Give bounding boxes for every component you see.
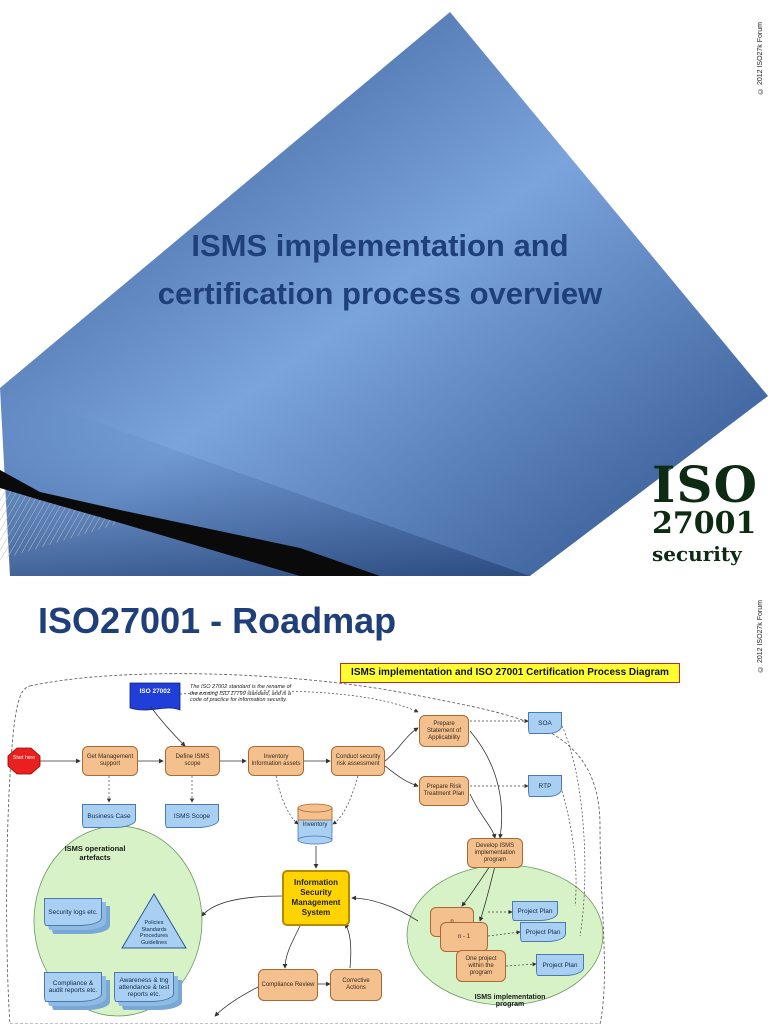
doc-security-logs: Security logs etc.	[44, 898, 102, 926]
node-inventory-assets: Inventory Information assets	[248, 746, 304, 776]
implementation-program-label: ISMS implementation program	[474, 994, 546, 1008]
doc-rtp: RTP	[528, 775, 562, 797]
title-slide: ISMS implementation and certification pr…	[0, 12, 768, 576]
start-label: Start here	[13, 755, 35, 761]
roadmap-title: ISO27001 - Roadmap	[38, 600, 397, 641]
title-line-2: certification process overview	[157, 276, 603, 311]
node-risk-assessment: Conduct security risk assessment	[331, 746, 385, 776]
node-prepare-rtp: Prepare Risk Treatment Plan	[419, 776, 469, 806]
isms-core-box: Information Security Management System	[282, 870, 350, 926]
presentation-title: ISMS implementation and certification pr…	[60, 222, 700, 318]
doc-project-plan-2: Project Plan	[520, 922, 566, 942]
title-line-1: ISMS implementation and	[191, 228, 569, 263]
doc-compliance-reports: Compliance & audit reports etc.	[44, 972, 102, 1002]
diagram-header: ISMS implementation and ISO 27001 Certif…	[340, 663, 680, 683]
diamond-shape	[0, 12, 768, 576]
isms-boundary	[6, 673, 605, 1024]
doc-isms-scope: ISMS Scope	[165, 804, 219, 828]
node-one-project: One project within the program	[456, 950, 506, 982]
node-project-n-minus-1: n - 1	[440, 922, 488, 952]
node-get-support: Get Management support	[82, 746, 138, 776]
roadmap-slide: ISO27001 - Roadmap © 2012 ISO27k Forum	[0, 576, 768, 1024]
node-prepare-soa: Prepare Statement of Applicability	[419, 715, 469, 747]
logo-number-text: 27001	[652, 506, 757, 541]
policies-label: Policies Standards Procedures Guidelines	[139, 920, 169, 946]
iso27002-note: The ISO 27002 standard is the rename of …	[190, 684, 292, 703]
operational-artefacts-label: ISMS operational artefacts	[64, 844, 126, 862]
iso27002-tag-shape	[129, 682, 181, 711]
copyright-notice: © 2012 ISO27k Forum	[757, 22, 764, 94]
black-swoosh	[0, 470, 380, 576]
doc-project-plan-1: Project Plan	[512, 901, 558, 921]
iso27002-tag: ISO 27002	[139, 688, 171, 695]
node-develop-program: Develop ISMS implementation program	[467, 838, 523, 868]
start-octagon	[7, 747, 41, 775]
logo-security-text: security	[652, 542, 742, 566]
doc-soa: SOA	[528, 712, 562, 734]
node-define-scope: Define ISMS scope	[165, 746, 220, 776]
policies-triangle	[121, 893, 187, 949]
logo-iso-text: ISO	[652, 455, 759, 514]
doc-project-plan-3: Project Plan	[536, 954, 584, 976]
process-diagram-connectors	[6, 673, 605, 1024]
doc-business-case: Business Case	[82, 804, 136, 828]
slide1-background	[0, 12, 768, 576]
node-compliance-review: Compliance Review	[258, 969, 318, 1001]
inventory-label: Inventory	[302, 822, 328, 828]
doc-awareness-reports: Awareness & tng attendance & test report…	[114, 972, 174, 1002]
hatch-shape	[0, 485, 130, 560]
node-corrective-actions: Corrective Actions	[330, 969, 382, 1001]
